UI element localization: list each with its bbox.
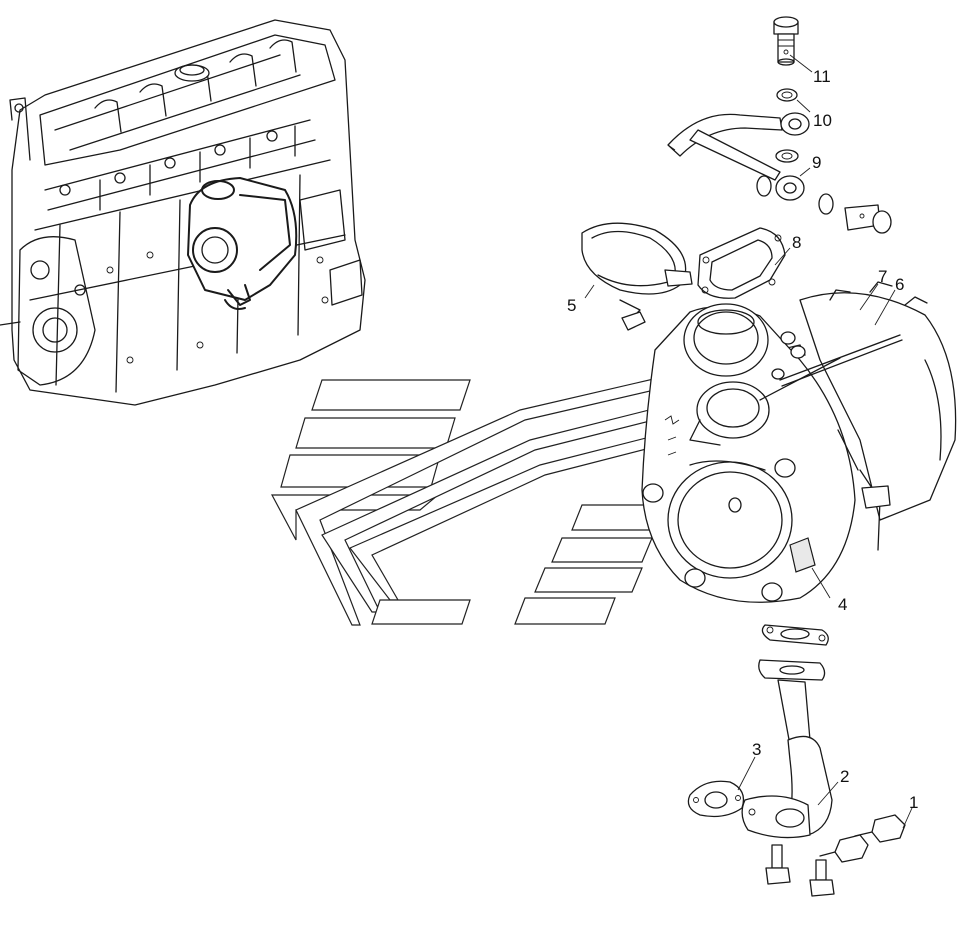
callout-9: 9 — [812, 153, 821, 172]
part-gasket — [697, 227, 786, 299]
callout-3: 3 — [752, 740, 761, 759]
callout-2: 2 — [840, 767, 849, 786]
callout-5: 5 — [567, 296, 576, 315]
callout-6: 6 — [895, 275, 904, 294]
part-outlet-gasket — [761, 624, 829, 646]
part-oil-drain-pipe — [741, 659, 833, 839]
part-turbocharger — [641, 281, 957, 603]
part-sealing-washer-mid — [775, 149, 799, 163]
callout-1: 1 — [909, 793, 918, 812]
part-sealing-washer-left — [756, 175, 772, 197]
part-sealing-washer-upper — [776, 88, 798, 102]
callout-7: 7 — [878, 267, 887, 286]
part-banjo-bolt-side — [844, 204, 892, 234]
callout-4: 4 — [838, 595, 847, 614]
engine-block-overview — [0, 19, 366, 406]
turbocharger-location-highlight — [187, 177, 298, 310]
part-banjo-bolt — [773, 16, 799, 66]
part-oil-feed-pipe — [667, 112, 810, 201]
callout-10: 10 — [813, 111, 832, 130]
part-bolts — [765, 814, 906, 897]
leader-lines — [584, 54, 913, 829]
callout-labels: 1 2 3 4 5 6 7 8 9 10 11 — [567, 67, 918, 812]
part-clamp-band — [581, 222, 693, 331]
callout-11: 11 — [813, 67, 831, 86]
part-sealing-washer-right — [818, 193, 834, 215]
callout-8: 8 — [792, 233, 801, 252]
part-drain-gasket — [687, 780, 745, 818]
